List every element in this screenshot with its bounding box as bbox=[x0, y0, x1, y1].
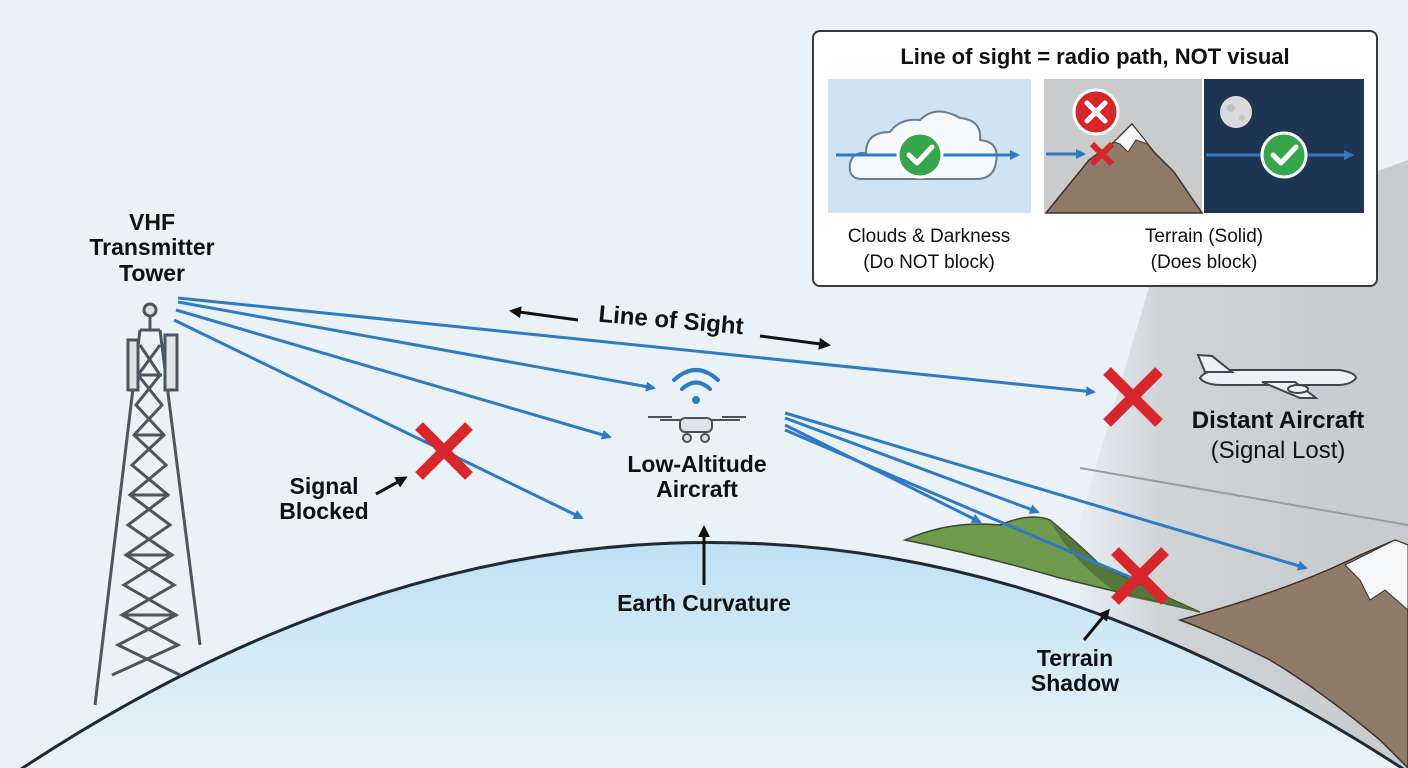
red-x-icon bbox=[415, 422, 473, 480]
red-x-icon bbox=[1111, 547, 1169, 605]
terrain-shadow-label: Terrain Shadow bbox=[1030, 645, 1120, 697]
red-x-icon bbox=[1072, 88, 1120, 136]
ray-drone-1 bbox=[784, 411, 1308, 571]
tower-label: VHF Transmitter Tower bbox=[89, 209, 215, 286]
moon-icon bbox=[1220, 96, 1252, 128]
airplane-icon bbox=[1196, 353, 1358, 399]
red-x-icon bbox=[1089, 141, 1115, 167]
horizon-line bbox=[1079, 467, 1408, 526]
los-arrow-right bbox=[759, 334, 831, 350]
distant-aircraft-label: Distant Aircraft bbox=[1191, 407, 1365, 434]
wifi-signal-icon bbox=[672, 368, 720, 404]
terrain-shadow-pointer bbox=[1082, 608, 1110, 641]
ray-drone-3 bbox=[784, 423, 982, 524]
green-check-icon bbox=[1260, 131, 1308, 179]
ray-drone-2 bbox=[784, 416, 1040, 514]
signal-rays bbox=[173, 296, 1308, 592]
green-check-icon bbox=[896, 131, 944, 179]
ray-to-low-aircraft bbox=[177, 300, 656, 392]
earth-curvature-label: Earth Curvature bbox=[617, 590, 791, 616]
ray-to-distant-aircraft bbox=[177, 296, 1096, 397]
mountain-snow-inset bbox=[1113, 123, 1150, 153]
los-arrow-left bbox=[509, 306, 579, 322]
red-x-icon bbox=[1103, 367, 1163, 427]
inset-title: Line of sight = radio path, NOT visual bbox=[900, 44, 1290, 69]
drone-icon bbox=[648, 416, 746, 443]
tower-icon bbox=[93, 302, 202, 706]
earth-surface bbox=[19, 541, 1405, 768]
ray-blocked-by-earth bbox=[173, 318, 584, 520]
inset-illustrations bbox=[828, 79, 1364, 214]
ray-to-low-aircraft-2 bbox=[175, 308, 612, 440]
brown-mountain bbox=[1177, 539, 1408, 768]
terrain-caption: Terrain (Solid) (Does block) bbox=[1144, 226, 1264, 273]
clouds-caption: Clouds & Darkness (Do NOT block) bbox=[847, 226, 1011, 273]
distant-aircraft-status: (Signal Lost) bbox=[1210, 437, 1346, 464]
low-aircraft-label: Low-Altitude Aircraft bbox=[627, 451, 767, 503]
inset-panel: Line of sight = radio path, NOT visual bbox=[812, 30, 1378, 287]
signal-blocked-pointer bbox=[375, 476, 408, 496]
signal-blocked-label: Signal Blocked bbox=[279, 473, 369, 525]
mountain-snow bbox=[1344, 539, 1408, 611]
ray-drone-4 bbox=[784, 428, 1161, 592]
